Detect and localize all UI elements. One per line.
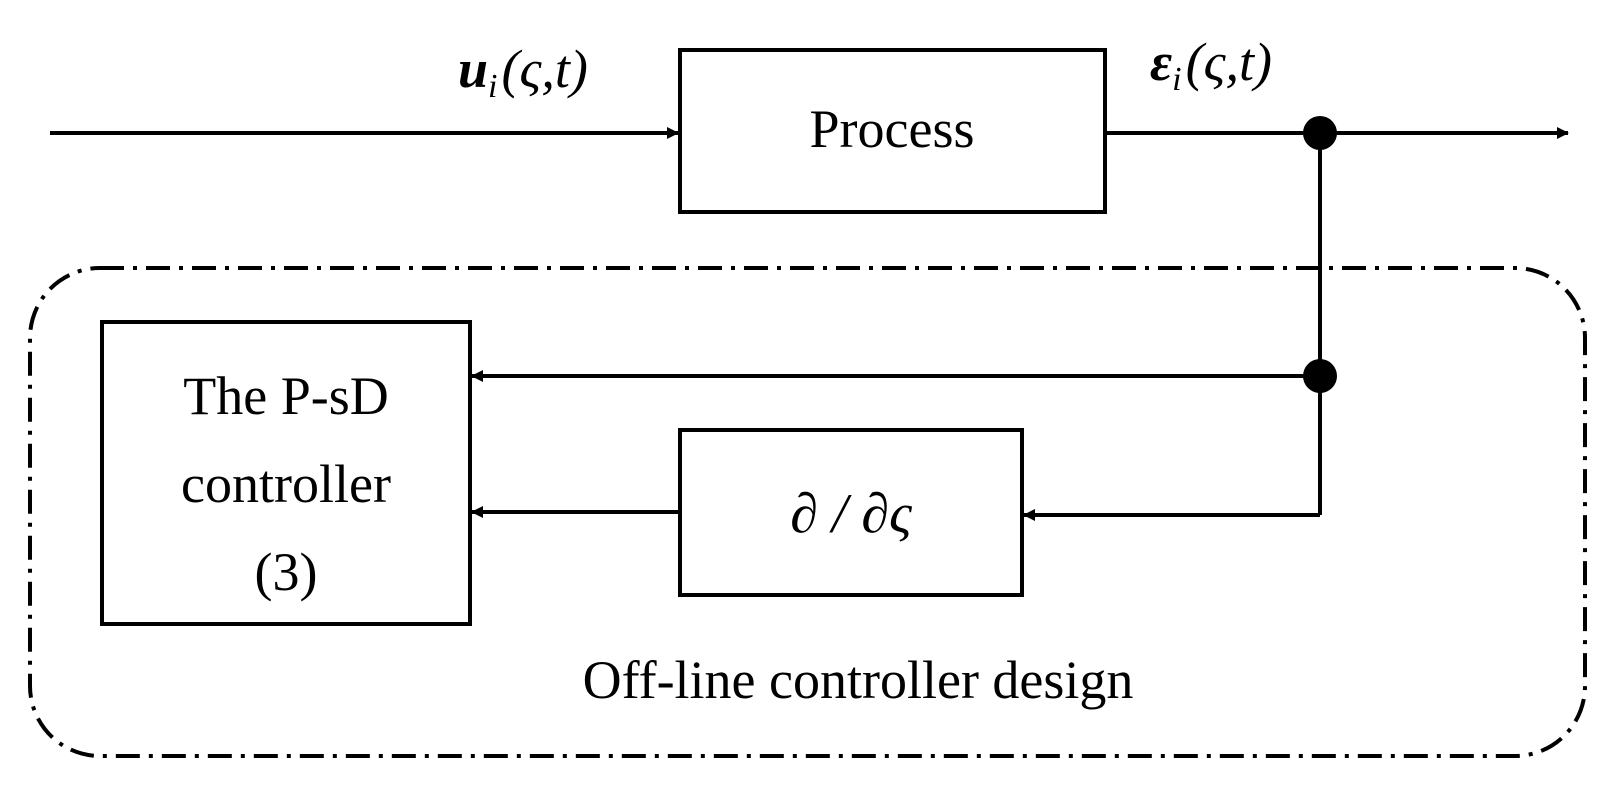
derivative-label: ∂ / ∂ς	[790, 483, 912, 545]
junction-dot-output	[1303, 116, 1337, 150]
controller-block	[100, 320, 472, 626]
input-signal-subscript: i	[488, 68, 497, 105]
offline-design-label: Off-line controller design	[583, 650, 1134, 710]
controller-label-line1: The P-sD	[183, 366, 388, 426]
input-signal-args: (ς,t)	[502, 39, 588, 99]
input-signal-symbol: u	[458, 39, 488, 99]
output-signal-subscript: i	[1172, 61, 1181, 98]
output-signal-args: (ς,t)	[1186, 32, 1272, 92]
controller-label-line3: (3)	[255, 542, 318, 602]
junction-dot-feedback	[1303, 359, 1337, 393]
controller-label-line2: controller	[181, 454, 391, 514]
offline-design-region	[28, 266, 1587, 758]
input-signal-label: ui(ς,t)	[458, 39, 588, 105]
output-signal-label: εi(ς,t)	[1150, 32, 1272, 98]
process-label: Process	[810, 99, 975, 159]
output-signal-symbol: ε	[1150, 32, 1172, 92]
